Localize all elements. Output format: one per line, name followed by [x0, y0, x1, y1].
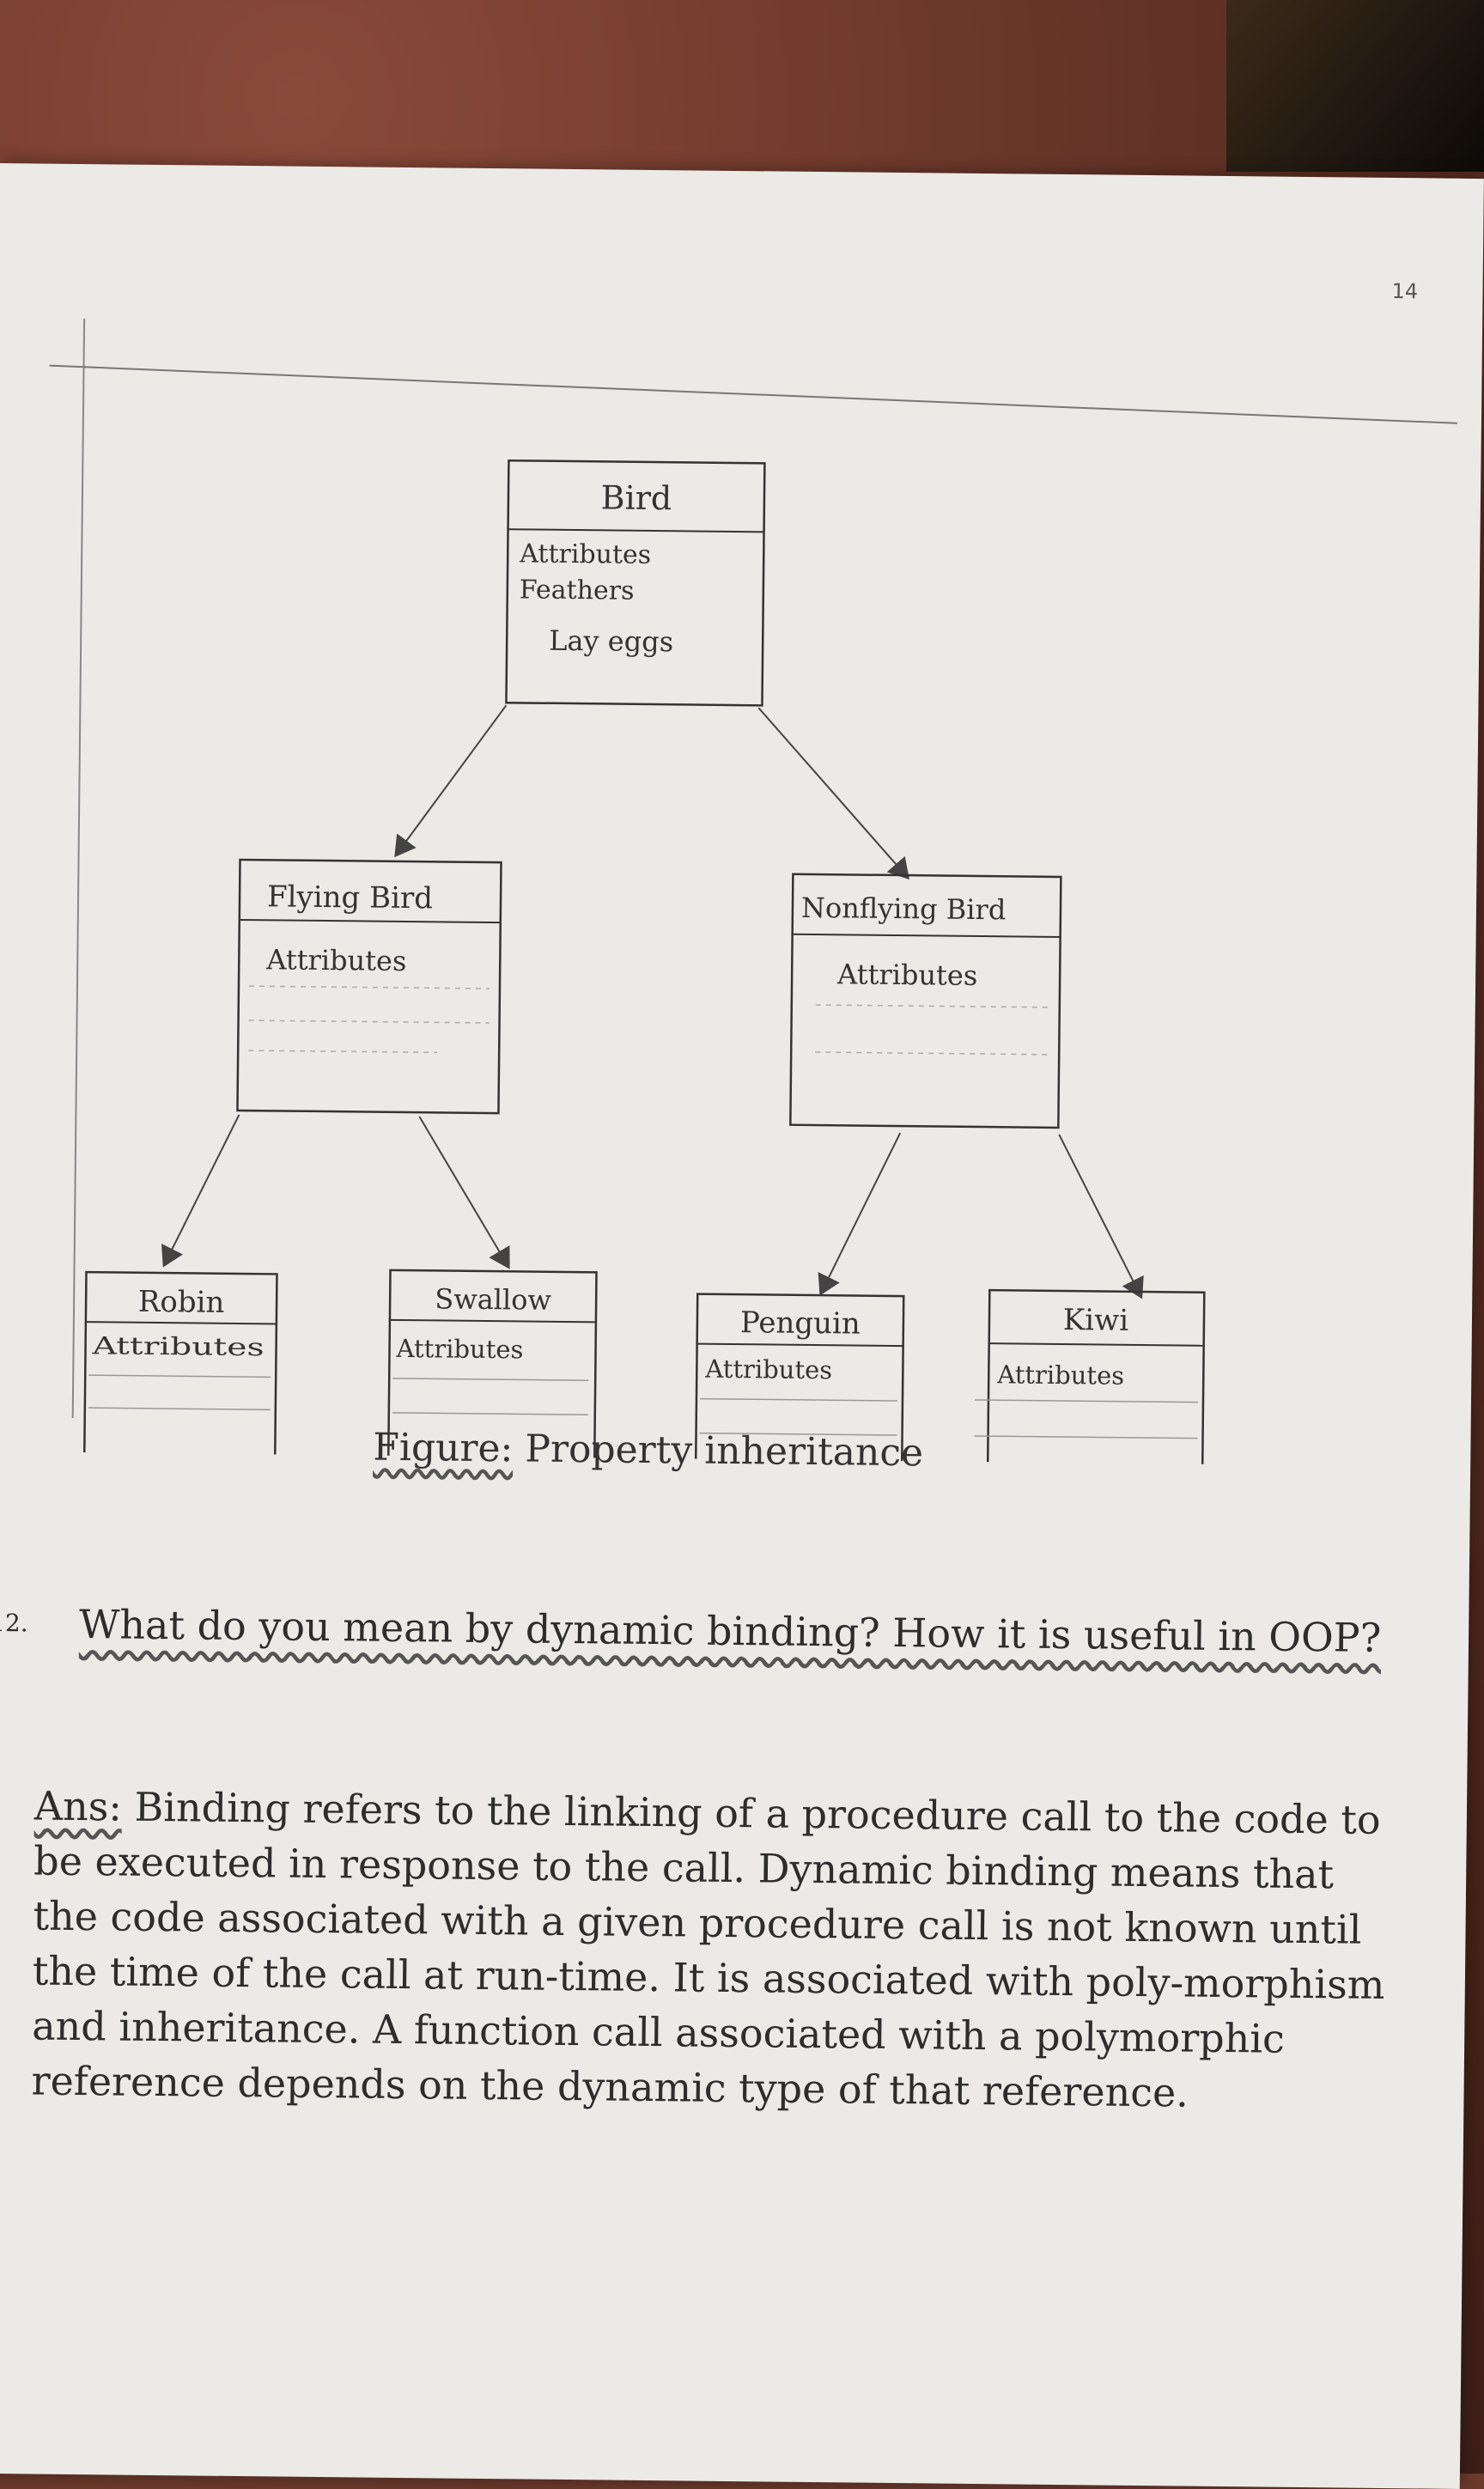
arrow-flying-to-robin	[161, 1114, 240, 1268]
box-flying-bird-title: Flying Bird	[267, 879, 433, 916]
box-kiwi: Kiwi Attributes	[974, 1288, 1206, 1468]
box-kiwi-title: Kiwi	[1063, 1303, 1129, 1338]
inheritance-diagram: Bird Attributes Feathers Lay eggs Flying…	[49, 319, 1457, 1468]
box-bird-attr-2: Lay eggs	[549, 624, 673, 659]
margin-line	[71, 319, 86, 1418]
box-robin-attrs-heading: Attributes	[91, 1331, 265, 1361]
box-robin-title: Robin	[138, 1285, 225, 1320]
arrow-bird-to-flying	[394, 704, 508, 858]
header-rule	[49, 364, 1457, 424]
box-swallow-title: Swallow	[435, 1282, 551, 1316]
question-12: 12. What do you mean by dynamic binding?…	[0, 1589, 1394, 1661]
arrow-nonflying-to-kiwi	[1058, 1134, 1144, 1299]
question-text: What do you mean by dynamic binding? How…	[78, 1601, 1382, 1661]
arrow-nonflying-to-penguin	[818, 1132, 902, 1296]
box-bird-attr-1: Feathers	[520, 575, 635, 606]
box-bird-attrs-heading: Attributes	[519, 539, 651, 570]
answer-12: Ans: Binding refers to the linking of a …	[31, 1779, 1391, 2123]
notebook-page: 14 Bird Attributes Feathers Lay eggs Fly…	[0, 163, 1484, 2489]
tape-corner	[1226, 0, 1484, 172]
figure-caption-label: Figure:	[373, 1425, 514, 1471]
box-kiwi-attrs-heading: Attributes	[996, 1360, 1124, 1391]
box-flying-bird: Flying Bird Attributes	[236, 858, 502, 1115]
figure-caption: Figure: Property inheritance	[373, 1426, 923, 1476]
box-penguin: Penguin Attributes	[694, 1293, 905, 1468]
question-number: 12.	[0, 1608, 28, 1638]
box-swallow: Swallow Attributes	[386, 1269, 598, 1464]
box-bird: Bird Attributes Feathers Lay eggs	[505, 459, 766, 707]
box-penguin-attrs-heading: Attributes	[704, 1354, 832, 1385]
answer-text: Binding refers to the linking of a proce…	[31, 1783, 1385, 2116]
box-nonflying-bird: Nonflying Bird Attributes	[789, 873, 1062, 1129]
box-swallow-attrs-heading: Attributes	[395, 1334, 523, 1365]
box-robin: Robin Attributes	[82, 1270, 278, 1463]
box-penguin-title: Penguin	[740, 1305, 861, 1341]
arrow-flying-to-swallow	[418, 1116, 510, 1269]
answer-label: Ans:	[33, 1782, 123, 1830]
figure-caption-text: Property inheritance	[525, 1427, 924, 1476]
box-flying-bird-attrs-heading: Attributes	[265, 943, 406, 977]
box-bird-title: Bird	[600, 478, 672, 517]
arrow-bird-to-nonflying	[757, 707, 909, 880]
box-nonflying-bird-title: Nonflying Bird	[801, 892, 1007, 926]
box-nonflying-bird-attrs-heading: Attributes	[836, 958, 977, 992]
